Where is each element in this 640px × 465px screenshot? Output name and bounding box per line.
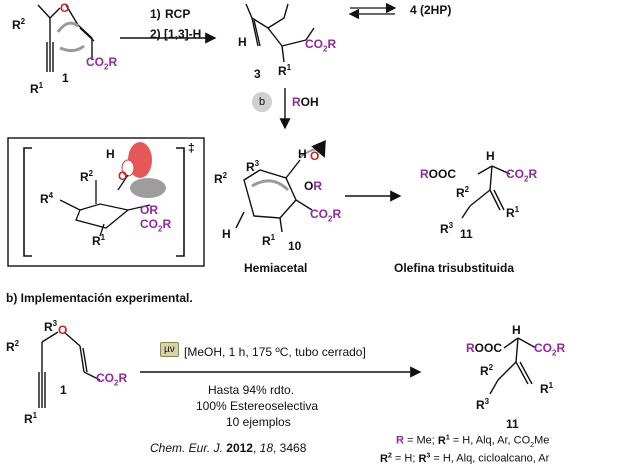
yield: Hasta 94% rdto. <box>208 383 295 397</box>
b1-r2: R2 <box>6 339 20 354</box>
r-definition-1: R = Me; R1 = H, Alq, Ar, CO2Me <box>396 434 550 449</box>
hemi-r2: R2 <box>214 171 228 186</box>
examples-count: 10 ejemplos <box>226 415 291 429</box>
hemiacetal-name: Hemiacetal <box>244 261 308 275</box>
top1-r2: R2 <box>12 17 26 32</box>
step-b-badge: b <box>252 92 272 112</box>
b11-r1: R1 <box>540 381 554 396</box>
b1-r1: R1 <box>24 411 38 426</box>
ts-co2r: CO2R <box>140 217 172 234</box>
roh-reagent: ROH <box>292 95 319 109</box>
b11-r2: R2 <box>480 363 494 378</box>
olefin-r1: R1 <box>506 205 520 220</box>
c3-h: H <box>238 35 247 49</box>
olefin-11-middle <box>461 165 511 219</box>
b1-o: O <box>58 323 68 337</box>
top1-co2r: CO2R <box>86 55 118 72</box>
ts-h: H <box>106 147 115 161</box>
b11-number: 11 <box>506 417 519 431</box>
transition-state-box <box>7 137 205 267</box>
b1-number: 1 <box>60 383 67 397</box>
c3-r1: R1 <box>278 63 292 78</box>
olefin-number: 11 <box>460 227 473 241</box>
c3-co2r: CO2R <box>305 37 337 54</box>
hemi-co2r: CO2R <box>310 207 342 224</box>
equilibrium-arrow <box>348 2 397 20</box>
olefin-co2r: CO2R <box>506 167 538 184</box>
olefin-r2: R2 <box>456 185 470 200</box>
ts-symbol: ‡ <box>188 141 195 155</box>
hemiacetal-10 <box>235 139 326 233</box>
ts-or: OR <box>140 203 158 217</box>
hemi-or: OR <box>304 179 323 193</box>
conditions: [MeOH, 1 h, 175 ºC, tubo cerrado] <box>184 345 366 359</box>
r-definition-2: R2 = H; R3 = H, Alq, cicloalcano, Ar <box>380 452 550 465</box>
step-1-number: 1) <box>150 7 161 21</box>
hemiacetal-number: 10 <box>288 239 302 253</box>
hemi-o: O <box>310 149 320 163</box>
compound-3 <box>245 3 315 63</box>
olefin-roocc: ROOC <box>420 167 457 181</box>
ts-r4: R4 <box>40 191 54 206</box>
compound-1-bottom <box>38 331 101 408</box>
hemi-h: H <box>298 147 307 161</box>
olefin-h: H <box>486 149 495 163</box>
ts-r1: R1 <box>92 233 106 248</box>
top1-number: 1 <box>62 71 69 85</box>
compound-1-top <box>37 4 95 72</box>
top1-o: O <box>60 1 70 15</box>
compound-4-label: 4 (2HP) <box>410 3 452 17</box>
section-b-heading: b) Implementación experimental. <box>6 291 193 305</box>
step-2-label: 2) [1,3]-H <box>150 27 202 41</box>
b1-co2r: CO2R <box>96 371 128 388</box>
compound-3-number: 3 <box>254 67 261 81</box>
olefin-name: Olefina trisubstituida <box>394 261 515 275</box>
b11-h: H <box>512 323 521 337</box>
reference: Chem. Eur. J. 2012, 18, 3468 <box>150 441 307 455</box>
hemi-h2: H <box>222 227 231 241</box>
b11-co2r: CO2R <box>534 341 566 358</box>
olefin-11-bottom <box>489 337 537 395</box>
stereoselectivity: 100% Estereoselectiva <box>196 399 319 413</box>
b11-r3: R3 <box>476 397 490 412</box>
ts-o: O <box>118 169 128 183</box>
b11-roocc: ROOC <box>466 341 503 355</box>
step-1-label: RCP <box>165 7 191 21</box>
olefin-r3: R3 <box>440 221 454 236</box>
hemi-r1: R1 <box>262 233 276 248</box>
hemi-r3: R3 <box>246 159 260 174</box>
ts-r2: R2 <box>80 169 94 184</box>
microwave-icon: µν <box>160 342 179 357</box>
top1-r1: R1 <box>30 81 44 96</box>
b1-r3: R3 <box>44 319 58 334</box>
